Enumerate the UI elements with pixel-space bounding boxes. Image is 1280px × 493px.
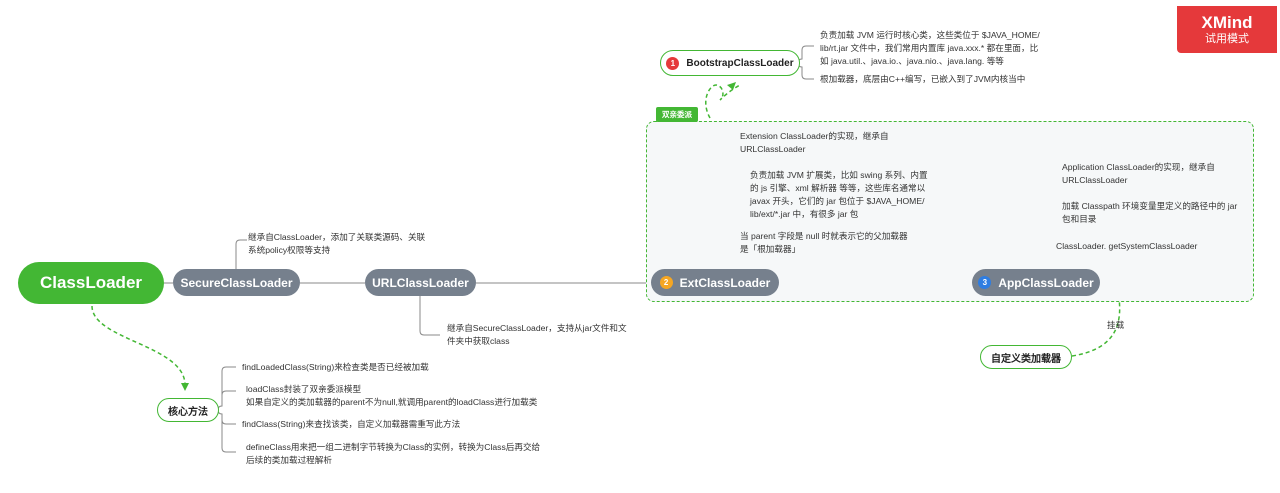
edge-core-note3 bbox=[221, 419, 236, 425]
note-core-3[interactable]: findClass(String)来查找该类，自定义加载器需重写此方法 bbox=[242, 419, 461, 429]
bootstrap-label: BootstrapClassLoader bbox=[686, 57, 794, 69]
note-urlclassloader[interactable]: 继承自SecureClassLoader，支持从jar文件和文 件夹中获取cla… bbox=[447, 323, 627, 346]
relation-label-mount[interactable]: 挂载 bbox=[1107, 320, 1125, 330]
note-core-2[interactable]: loadClass封装了双亲委派模型 如果自定义的类加载器的parent不为nu… bbox=[246, 384, 538, 407]
arrow-bootstrap bbox=[727, 82, 736, 90]
note-app-3[interactable]: ClassLoader. getSystemClassLoader bbox=[1056, 241, 1198, 251]
topic-bootstrapclassloader[interactable]: 1 BootstrapClassLoader bbox=[660, 50, 800, 76]
boundary-label: 双亲委派 bbox=[656, 107, 698, 122]
app-label: AppClassLoader bbox=[998, 275, 1094, 290]
topic-secureclassloader[interactable]: SecureClassLoader bbox=[173, 269, 300, 296]
logo-brand: XMind bbox=[1201, 12, 1253, 32]
root-topic-classloader[interactable]: ClassLoader bbox=[18, 262, 164, 304]
topic-appclassloader[interactable]: 3 AppClassLoader bbox=[972, 269, 1100, 296]
edge-core-note1 bbox=[217, 366, 236, 411]
edge-boot-note2 bbox=[797, 62, 814, 80]
note-app-2[interactable]: 加载 Classpath 环境变量里定义的路径中的 jar 包和目录 bbox=[1062, 201, 1238, 224]
note-core-1[interactable]: findLoadedClass(String)来检查类是否已经被加载 bbox=[242, 362, 429, 372]
topic-urlclassloader[interactable]: URLClassLoader bbox=[365, 269, 476, 296]
edge-secure-note bbox=[235, 239, 247, 270]
logo-mode: 试用模式 bbox=[1205, 32, 1249, 45]
note-bootstrap-1[interactable]: 负责加载 JVM 运行时核心类，这些类位于 $JAVA_HOME/ lib/rt… bbox=[820, 30, 1040, 66]
topic-core-methods[interactable]: 核心方法 bbox=[157, 398, 219, 422]
priority-1-icon: 1 bbox=[666, 56, 680, 70]
priority-3-icon: 3 bbox=[978, 276, 992, 289]
edge-group-bootstrap bbox=[705, 84, 741, 119]
topic-extclassloader[interactable]: 2 ExtClassLoader bbox=[651, 269, 779, 296]
note-ext-2[interactable]: 负责加载 JVM 扩展类，比如 swing 系列、内置 的 js 引擎、xml … bbox=[750, 170, 928, 219]
edge-core-note4 bbox=[217, 409, 236, 453]
edge-root-core bbox=[91, 305, 186, 386]
note-secureclassloader[interactable]: 继承自ClassLoader，添加了关联类源码、关联 系统policy权限等支持 bbox=[248, 232, 426, 255]
edge-boot-note1 bbox=[797, 45, 814, 64]
note-core-4[interactable]: defineClass用来把一组二进制字节转换为Class的实例，转换为Clas… bbox=[246, 442, 541, 465]
arrow-core bbox=[181, 383, 189, 391]
edge-url-note bbox=[419, 296, 440, 336]
note-ext-1[interactable]: Extension ClassLoader的实现，继承自 URLClassLoa… bbox=[740, 131, 889, 154]
priority-2-icon: 2 bbox=[659, 276, 673, 289]
ext-label: ExtClassLoader bbox=[679, 275, 771, 290]
topic-custom-classloader[interactable]: 自定义类加载器 bbox=[980, 345, 1072, 369]
note-bootstrap-2[interactable]: 根加载器，底层由C++编写，已嵌入到了JVM内核当中 bbox=[820, 74, 1026, 84]
xmind-logo: XMind 试用模式 bbox=[1177, 6, 1277, 53]
edge-custom-app bbox=[1071, 291, 1121, 357]
note-ext-3[interactable]: 当 parent 字段是 null 时就表示它的父加载器 是「根加载器」 bbox=[740, 231, 908, 254]
edge-core-note2 bbox=[221, 390, 236, 396]
note-app-1[interactable]: Application ClassLoader的实现，继承自 URLClassL… bbox=[1062, 162, 1215, 185]
